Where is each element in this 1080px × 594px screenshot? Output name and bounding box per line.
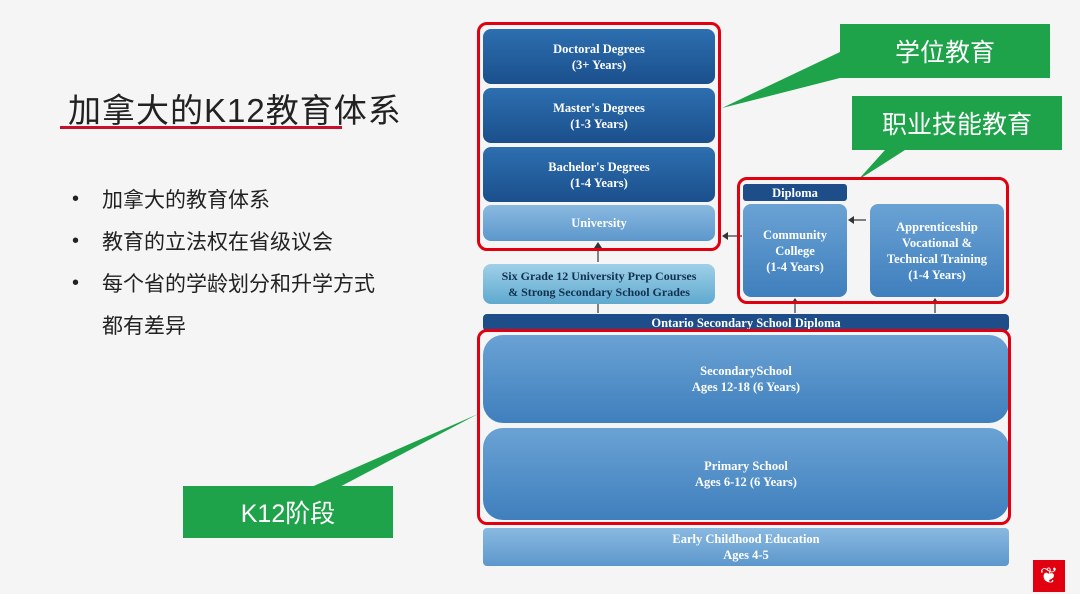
- prep-box: Six Grade 12 University Prep Courses& St…: [483, 264, 715, 304]
- bullet-list: •加拿大的教育体系 •教育的立法权在省级议会 •每个省的学龄划分和升学方式 都有…: [72, 178, 375, 346]
- slide-title: 加拿大的K12教育体系: [68, 92, 402, 129]
- k12-label: K12阶段: [183, 486, 393, 538]
- bullet-item: •加拿大的教育体系: [72, 187, 270, 213]
- diploma-bar: Diploma: [743, 184, 847, 201]
- vocational-label: 职业技能教育: [852, 96, 1062, 150]
- k12-frame: [477, 329, 1011, 525]
- vocational-pointer: [858, 150, 905, 180]
- k12-pointer: [300, 414, 478, 492]
- university-box: University: [483, 205, 715, 241]
- vocational-frame: [737, 177, 1009, 304]
- masters-box: Master's Degrees(1-3 Years): [483, 88, 715, 143]
- degree-label: 学位教育: [840, 24, 1050, 78]
- bullet-item: •教育的立法权在省级议会: [72, 229, 333, 255]
- bullet-continuation: 都有差异: [102, 315, 186, 338]
- ossd-bar: Ontario Secondary School Diploma: [483, 314, 1009, 331]
- title-underline: [60, 126, 342, 129]
- degree-frame: [477, 22, 721, 251]
- degree-pointer: [722, 52, 840, 108]
- doctoral-box: Doctoral Degrees(3+ Years): [483, 29, 715, 84]
- bullet-item: •每个省的学龄划分和升学方式: [72, 271, 375, 297]
- bachelors-box: Bachelor's Degrees(1-4 Years): [483, 147, 715, 202]
- maple-leaf-icon: ❦: [1033, 560, 1065, 592]
